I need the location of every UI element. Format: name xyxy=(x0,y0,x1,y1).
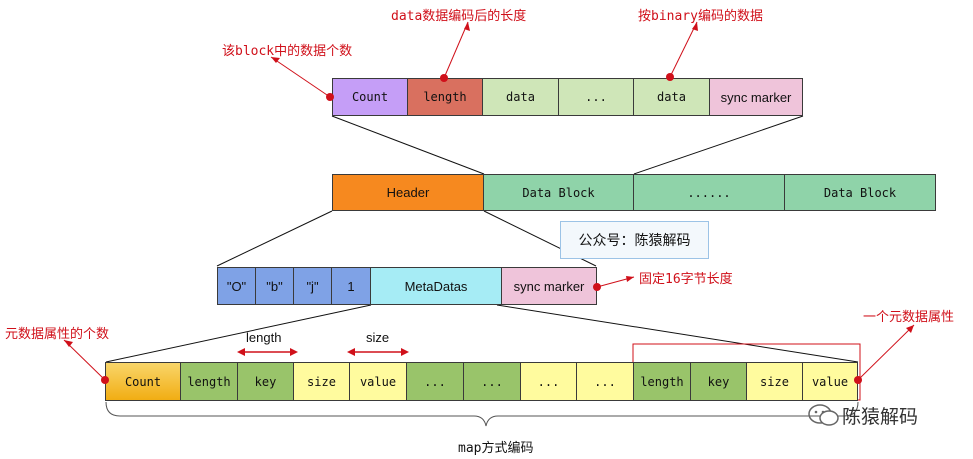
meta-count-cell: Count xyxy=(105,362,181,401)
data-length-annotation: data数据编码后的长度 xyxy=(391,9,527,24)
meta-ellipsis-cell: ... xyxy=(576,362,634,401)
block-data-cell: data xyxy=(482,78,559,116)
meta-value-cell: value xyxy=(349,362,407,401)
binary-data-annotation: 按binary编码的数据 xyxy=(638,9,763,24)
meta-key-cell: key xyxy=(237,362,294,401)
length-dimension-label: length xyxy=(246,330,282,345)
arrow-head xyxy=(906,325,914,333)
annotation-dot xyxy=(440,74,448,82)
annotation-arrow xyxy=(669,21,698,78)
wechat-logo-icon xyxy=(808,404,839,426)
arrow-head xyxy=(64,340,73,347)
arrow-head xyxy=(347,348,355,356)
connector-line xyxy=(105,304,372,363)
one-meta-attribute-annotation: 一个元数据属性 xyxy=(863,310,955,325)
arrow-head xyxy=(401,348,409,356)
meta-ellipsis-cell: ... xyxy=(520,362,577,401)
meta-size-cell: size xyxy=(746,362,803,401)
header-sync-marker-cell: sync marker xyxy=(501,267,597,305)
size-dimension-label: size xyxy=(366,330,390,345)
arrow-head xyxy=(692,22,698,31)
metadatas-cell: MetaDatas xyxy=(370,267,502,305)
magic-b-cell: "b" xyxy=(255,267,294,305)
connector-line xyxy=(633,115,804,175)
connector-line xyxy=(331,115,485,175)
meta-key-cell: key xyxy=(690,362,747,401)
annotation-arrow xyxy=(270,56,331,98)
block-ellipsis-cell: ... xyxy=(558,78,634,116)
meta-value-cell: value xyxy=(802,362,858,401)
file-ellipsis-cell: ...... xyxy=(633,174,785,211)
wechat-notice: 公众号：陈猿解码 xyxy=(560,221,709,259)
annotation-arrow xyxy=(63,339,106,381)
file-data-block-cell: Data Block xyxy=(483,174,634,211)
version-cell: 1 xyxy=(331,267,371,305)
map-encoding-caption: map方式编码 xyxy=(458,441,534,456)
arrow-head xyxy=(290,348,298,356)
connector-line xyxy=(216,210,333,267)
meta-ellipsis-cell: ... xyxy=(406,362,464,401)
block-count-cell: Count xyxy=(332,78,408,116)
block-data-cell: data xyxy=(633,78,710,116)
magic-j-cell: "j" xyxy=(293,267,332,305)
map-encoding-brace xyxy=(105,401,859,427)
block-length-cell: length xyxy=(407,78,483,116)
meta-length-cell: length xyxy=(633,362,691,401)
annotation-dot xyxy=(326,93,334,101)
arrow-head xyxy=(237,348,245,356)
arrow-head xyxy=(626,276,634,282)
arrow-head xyxy=(464,22,470,31)
meta-size-cell: size xyxy=(293,362,350,401)
watermark-text: 陈猿解码 xyxy=(842,406,919,428)
fixed-16-bytes-annotation: 固定16字节长度 xyxy=(639,272,733,287)
file-header-cell: Header xyxy=(332,174,484,211)
meta-ellipsis-cell: ... xyxy=(463,362,521,401)
connector-line xyxy=(496,304,859,363)
annotation-dot xyxy=(666,73,674,81)
annotation-arrow xyxy=(857,324,915,381)
block-sync-marker-cell: sync marker xyxy=(709,78,803,116)
annotation-arrow xyxy=(443,21,469,79)
annotation-dot xyxy=(593,283,601,291)
block-count-annotation: 该block中的数据个数 xyxy=(222,44,353,59)
meta-count-annotation: 元数据属性的个数 xyxy=(5,327,110,342)
arrow-head xyxy=(271,57,280,63)
annotation-dot xyxy=(101,376,109,384)
file-data-block-cell: Data Block xyxy=(784,174,936,211)
magic-o-cell: "O" xyxy=(217,267,256,305)
meta-length-cell: length xyxy=(180,362,238,401)
annotation-dot xyxy=(854,376,862,384)
